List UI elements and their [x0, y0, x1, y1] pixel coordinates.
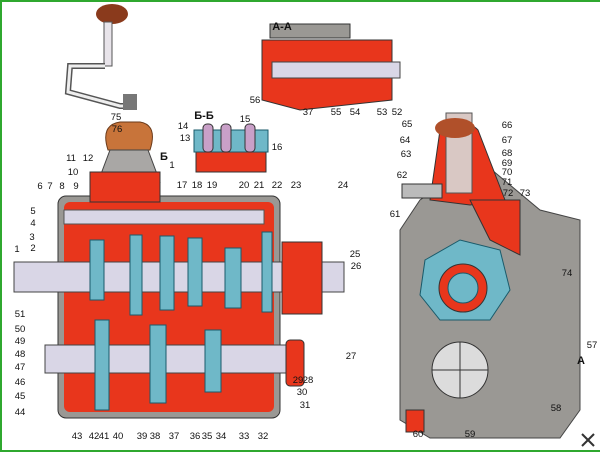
callout-label: 19 — [206, 180, 218, 191]
callout-label: 24 — [337, 180, 349, 191]
callout-label: 50 — [14, 324, 26, 335]
callout-label: 14 — [177, 121, 189, 132]
callout-label: 55 — [330, 107, 342, 118]
callout-label: 9 — [73, 181, 79, 192]
callout-label: 43 — [71, 431, 83, 442]
callout-label: 15 — [239, 114, 251, 125]
callout-label: 66 — [501, 120, 513, 131]
section-aa — [261, 23, 401, 111]
callout-label: 25 — [349, 249, 361, 260]
callout-label: 63 — [400, 149, 412, 160]
callout-label: 39 — [136, 431, 148, 442]
callout-label: 68 — [501, 148, 513, 159]
callout-label: 6 — [37, 181, 43, 192]
callout-label: 69 — [501, 158, 513, 169]
callout-label: 33 — [238, 431, 250, 442]
callout-label: 16 — [271, 142, 283, 153]
callout-label: 72 — [502, 188, 514, 199]
callout-label: 5 — [30, 206, 36, 217]
callout-label: 42 — [88, 431, 100, 442]
callout-label: 48 — [14, 349, 26, 360]
callout-label: 47 — [14, 362, 26, 373]
callout-label: 20 — [238, 180, 250, 191]
section-a-mark: А — [577, 355, 585, 367]
tool-logo-icon — [581, 433, 595, 447]
callout-label: 45 — [14, 391, 26, 402]
callout-label: 12 — [82, 153, 94, 164]
gearbox-front-view — [399, 112, 581, 439]
callout-label: 44 — [14, 407, 26, 418]
callout-label: 61 — [389, 209, 401, 220]
callout-label: 62 — [396, 170, 408, 181]
gearbox-side-section — [13, 171, 345, 419]
callout-label: 32 — [257, 431, 269, 442]
lever-knob — [96, 4, 128, 24]
callout-label: 37 — [302, 107, 314, 118]
callout-label: 38 — [149, 431, 161, 442]
callout-label: 2 — [30, 243, 36, 254]
callout-label: 64 — [399, 135, 411, 146]
callout-label: 30 — [296, 387, 308, 398]
callout-label: 3 — [29, 232, 35, 243]
callout-label: 36 — [189, 431, 201, 442]
callout-label: 51 — [14, 309, 26, 320]
callout-label: 22 — [271, 180, 283, 191]
callout-label: 27 — [345, 351, 357, 362]
callout-label: 17 — [176, 180, 188, 191]
callout-label: 76 — [111, 124, 123, 135]
callout-label: 8 — [59, 181, 65, 192]
callout-label: 49 — [14, 336, 26, 347]
callout-label: 59 — [464, 429, 476, 440]
callout-label: 56 — [249, 95, 261, 106]
callout-label: 28 — [302, 375, 314, 386]
callout-label: 7 — [47, 181, 53, 192]
callout-label: 18 — [191, 180, 203, 191]
callout-label: 60 — [412, 429, 424, 440]
callout-label: 41 — [98, 431, 110, 442]
section-bb-label: Б-Б — [194, 110, 214, 122]
callout-label: 71 — [501, 177, 513, 188]
callout-label: 13 — [179, 133, 191, 144]
section-b-mark: Б — [160, 151, 168, 163]
section-aa-label: А-А — [272, 21, 292, 33]
callout-label: 52 — [391, 107, 403, 118]
callout-label: 26 — [350, 261, 362, 272]
callout-label: 74 — [561, 268, 573, 279]
callout-label: 73 — [519, 188, 531, 199]
callout-label: 4 — [30, 218, 36, 229]
callout-label: 35 — [201, 431, 213, 442]
callout-label: 29 — [292, 375, 304, 386]
callout-label: 1 — [14, 244, 20, 255]
section-b-mark-num: 1 — [169, 160, 175, 171]
callout-label: 46 — [14, 377, 26, 388]
callout-label: 65 — [401, 119, 413, 130]
callout-label: 58 — [550, 403, 562, 414]
callout-label: 37 — [168, 431, 180, 442]
callout-label: 75 — [110, 112, 122, 123]
callout-label: 21 — [253, 180, 265, 191]
callout-label: 67 — [501, 135, 513, 146]
callout-label: 34 — [215, 431, 227, 442]
callout-label: 53 — [376, 107, 388, 118]
callout-label: 10 — [67, 167, 79, 178]
callout-label: 54 — [349, 107, 361, 118]
callout-label: 11 — [66, 153, 76, 164]
section-bb — [193, 123, 269, 173]
callout-label: 70 — [501, 167, 513, 178]
callout-label: 40 — [112, 431, 124, 442]
callout-label: 31 — [299, 400, 311, 411]
callout-label: 23 — [290, 180, 302, 191]
callout-label: 57 — [586, 340, 598, 351]
